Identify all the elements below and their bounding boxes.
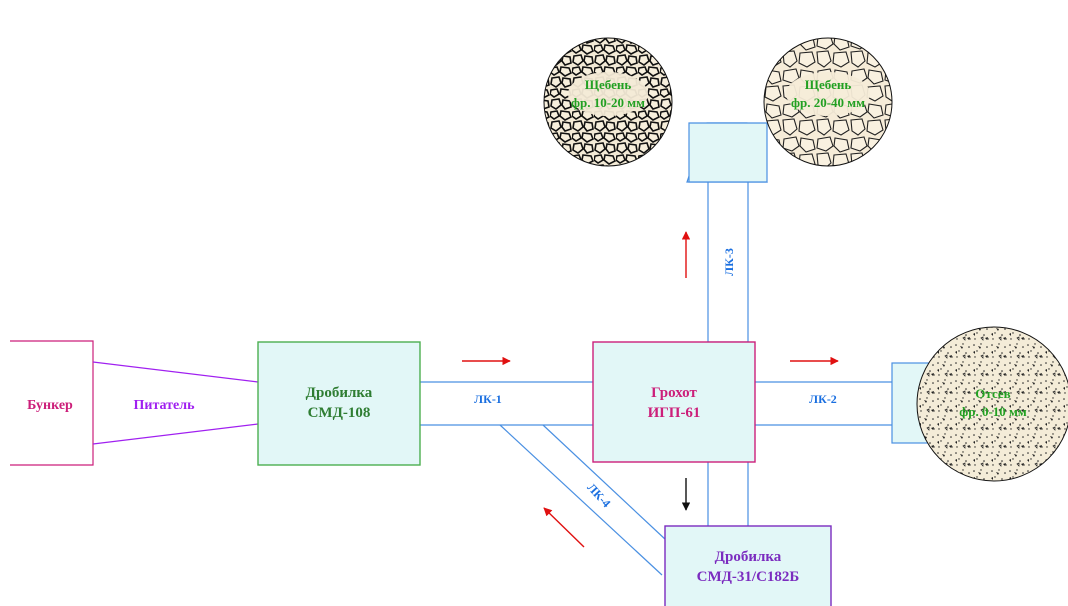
crusher-smd108-label-1: Дробилка <box>306 385 373 401</box>
flow-arrow-return-icon <box>543 507 585 548</box>
feeder: Питатель <box>92 361 259 445</box>
bunker-label: Бункер <box>27 398 73 413</box>
crusher-smd108-label-2: СМД-108 <box>308 405 371 421</box>
crusher-smd108: Дробилка СМД-108 <box>257 341 421 466</box>
crusher-smd31: Дробилка СМД-31/С182Б <box>664 525 832 606</box>
conveyor-lk3-label: ЛК-3 <box>722 248 736 276</box>
conveyor-lk1-label: ЛК-1 <box>474 392 502 406</box>
pile-gravel-20-40-label-2: фр. 20-40 мм <box>791 95 865 110</box>
conveyor-lk2-label: ЛК-2 <box>809 392 837 406</box>
pile-gravel-10-20-label-1: Щебень <box>585 77 632 92</box>
conveyor-lk2: ЛК-2 <box>755 381 892 426</box>
conveyor-lk1: ЛК-1 <box>420 381 593 426</box>
pile-gravel-20-40-label-1: Щебень <box>805 77 852 92</box>
screen-igp61: Грохот ИГП-61 <box>592 341 756 463</box>
pile-fines-0-10-label-2: фр. 0-10 мм <box>959 404 1027 419</box>
pile-gravel-10-20: Щебень фр. 10-20 мм <box>543 37 673 167</box>
bunker: Бункер <box>10 340 94 466</box>
conveyor-lk4-label: ЛК-4 <box>584 480 613 510</box>
pile-gravel-10-20-label-2: фр. 10-20 мм <box>571 95 645 110</box>
screen-igp61-label-1: Грохот <box>651 385 697 401</box>
screen-igp61-label-2: ИГП-61 <box>648 405 701 421</box>
screen-to-crusher2-chute <box>707 462 749 526</box>
crusher-smd31-label-1: Дробилка <box>715 549 782 565</box>
crusher-smd31-label-2: СМД-31/С182Б <box>697 569 800 585</box>
feeder-label: Питатель <box>134 398 196 413</box>
pile-fines-0-10-label-1: Отсев <box>975 386 1010 401</box>
conveyor-lk3: ЛК-3 <box>686 122 768 343</box>
pile-gravel-20-40: Щебень фр. 20-40 мм <box>763 37 893 167</box>
pile-fines-0-10: Отсев фр. 0-10 мм <box>916 326 1068 482</box>
